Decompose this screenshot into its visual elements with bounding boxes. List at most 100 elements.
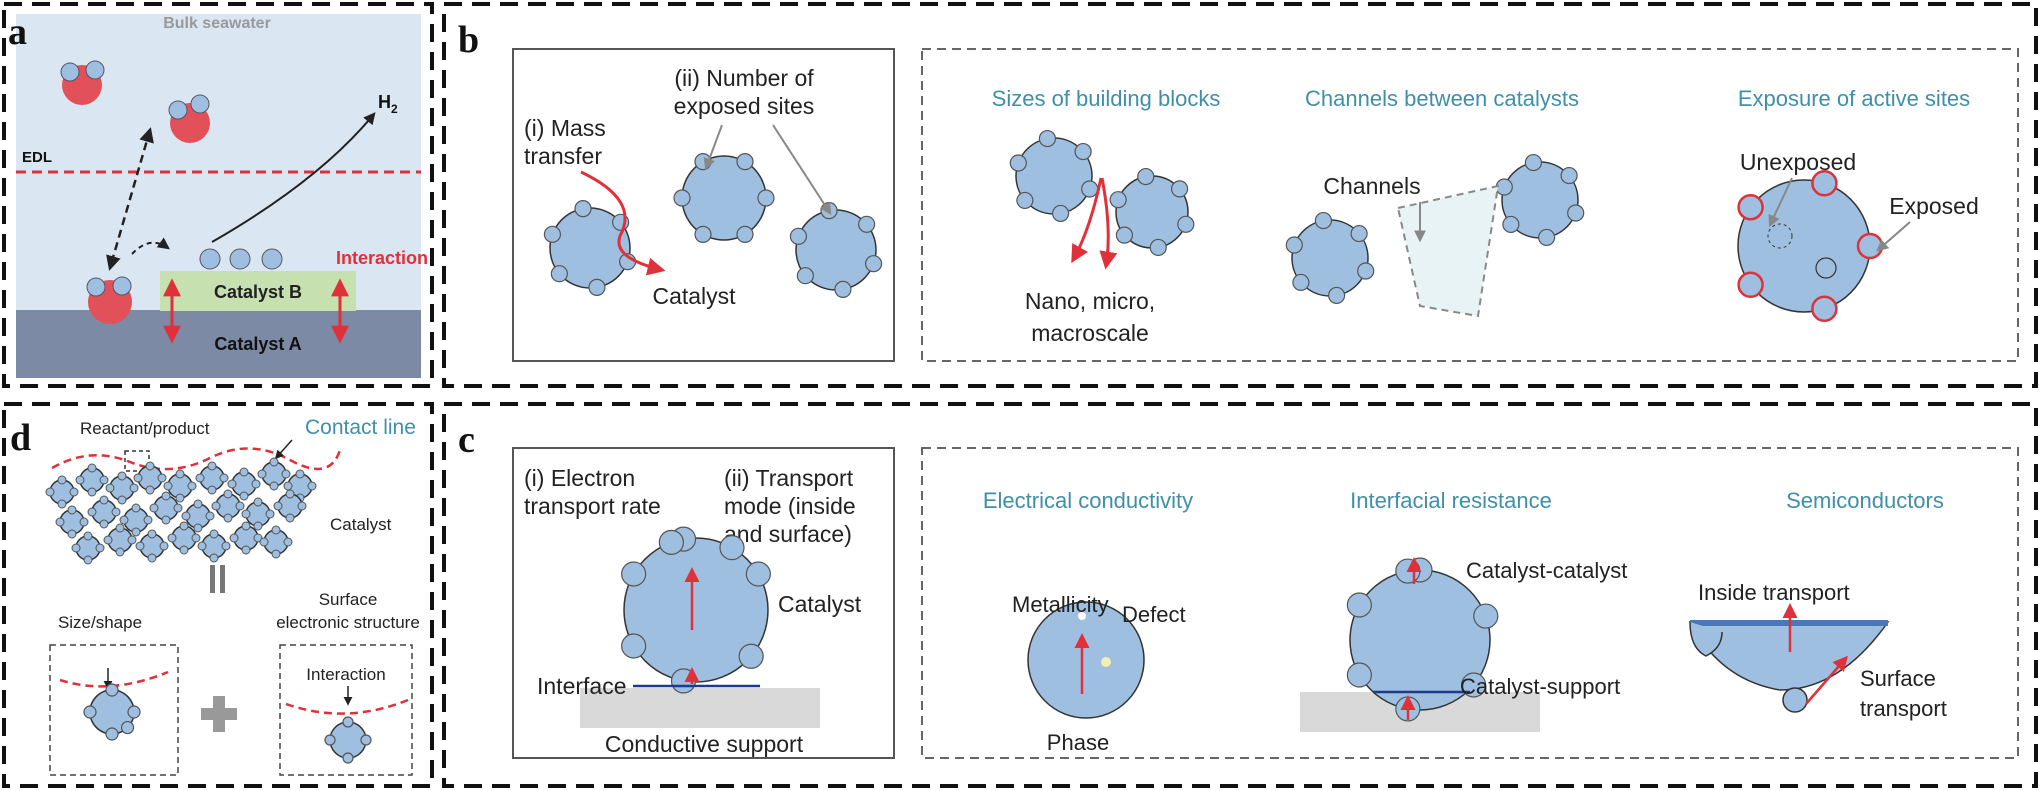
active-site-node: [87, 463, 97, 473]
site-pointer-arrow: [703, 124, 723, 171]
active-site-node: [1109, 191, 1127, 209]
catalyst-label: Catalyst: [778, 591, 862, 617]
active-site-node: [789, 227, 808, 245]
size-shape-box: [49, 644, 179, 776]
h-atom: [199, 248, 221, 270]
active-site-node: [550, 265, 568, 283]
active-site-node: [745, 561, 771, 587]
semiconductor-bump: [1782, 687, 1808, 713]
catalyst-label: Catalyst: [330, 515, 392, 534]
migration-arrow: [131, 237, 170, 255]
active-site-node: [83, 531, 93, 541]
active-site-node: [223, 513, 233, 523]
panel-a: a Bulk seawater EDL H2 Interaction Catal…: [2, 2, 434, 388]
active-site-node: [145, 461, 155, 471]
catalyst-catalyst-label: Catalyst-catalyst: [1466, 558, 1627, 583]
exposed-pointer-arrow: [1876, 221, 1911, 252]
active-site-node: [273, 501, 283, 511]
active-site-node: [120, 720, 135, 735]
active-site-node: [1137, 167, 1155, 186]
panel-d: d Reactant/product Contact line Catalyst…: [2, 402, 434, 788]
scale-arrow: [1071, 177, 1103, 264]
active-site-node: [1038, 129, 1057, 148]
active-site-node: [621, 633, 647, 659]
active-site-node: [117, 495, 127, 505]
active-site-node: [87, 487, 97, 497]
active-site-node: [1314, 211, 1333, 230]
interaction-small-label: Interaction: [306, 665, 385, 684]
active-site-node: [131, 527, 141, 537]
active-site-node: [179, 545, 189, 555]
zoom-box: [124, 450, 150, 472]
active-site-node: [195, 473, 205, 483]
panel-c-letter: c: [458, 419, 475, 461]
h2-evolution-arrow: [211, 112, 376, 243]
active-site-node: [105, 727, 119, 741]
active-site-node: [223, 489, 233, 499]
active-site-node: [1473, 603, 1499, 629]
active-site-node: [83, 705, 97, 719]
edl-label: EDL: [22, 149, 52, 166]
active-site-node: [103, 535, 113, 545]
active-site-node: [1074, 142, 1092, 161]
active-site-node: [719, 535, 745, 561]
unexposed-pointer-arrow: [1768, 177, 1793, 228]
active-site-node: [1567, 204, 1585, 222]
active-site-node: [163, 481, 173, 491]
active-site-node: [1292, 273, 1310, 292]
active-site-node: [239, 467, 249, 477]
active-site-node: [253, 521, 263, 531]
active-site-node: [834, 280, 852, 298]
active-site-node: [197, 541, 207, 551]
active-site-node: [858, 215, 876, 233]
active-site-node: [271, 549, 281, 559]
interfacial-heading: Interfacial resistance: [1350, 488, 1552, 513]
catalyst-cluster: [45, 457, 317, 565]
active-site-node: [87, 507, 97, 517]
interaction-box: [279, 644, 413, 776]
h2-label: H2: [378, 92, 398, 116]
active-site-node: [83, 555, 93, 565]
exposed-label: Exposed: [1889, 193, 1979, 219]
active-site-node: [161, 515, 171, 525]
diffusion-arrow: [106, 127, 154, 271]
metallicity-label: Metallicity: [1012, 592, 1109, 617]
active-site-node: [543, 225, 562, 243]
active-site-node: [1009, 154, 1027, 172]
active-site-node: [161, 491, 171, 501]
panel-a-letter: a: [8, 11, 27, 53]
active-site-node: [297, 501, 307, 511]
surface-transport-arrow: [1805, 655, 1848, 705]
active-site-node: [221, 541, 231, 551]
active-site-node: [179, 521, 189, 531]
active-site-node: [1537, 228, 1556, 247]
active-site-node: [241, 509, 251, 519]
active-site-node: [99, 475, 109, 485]
active-site-node: [285, 489, 295, 499]
active-site-node: [105, 683, 119, 697]
active-site-node: [135, 541, 145, 551]
active-site-node: [119, 515, 129, 525]
equals-bar: [210, 565, 215, 593]
catalyst-b-label: Catalyst B: [214, 282, 302, 302]
exposure-heading: Exposure of active sites: [1738, 86, 1970, 111]
scale-arrow: [1099, 177, 1118, 270]
active-site-node: [1081, 180, 1099, 198]
active-site-node: [227, 479, 237, 489]
semiconductor-body: [1688, 621, 1890, 691]
catalyst-particle: [621, 526, 771, 694]
active-site-node: [1560, 166, 1578, 185]
h-atom: [261, 248, 283, 270]
semiconductors-heading: Semiconductors: [1786, 488, 1944, 513]
panel-c-main-box: [512, 447, 895, 759]
contact-line-label: Contact line: [305, 416, 416, 439]
active-site-node: [167, 533, 177, 543]
active-site-node: [209, 529, 219, 539]
catalyst-a-layer: [16, 310, 421, 378]
active-site-node: [342, 716, 354, 728]
active-site-node: [1346, 662, 1372, 688]
